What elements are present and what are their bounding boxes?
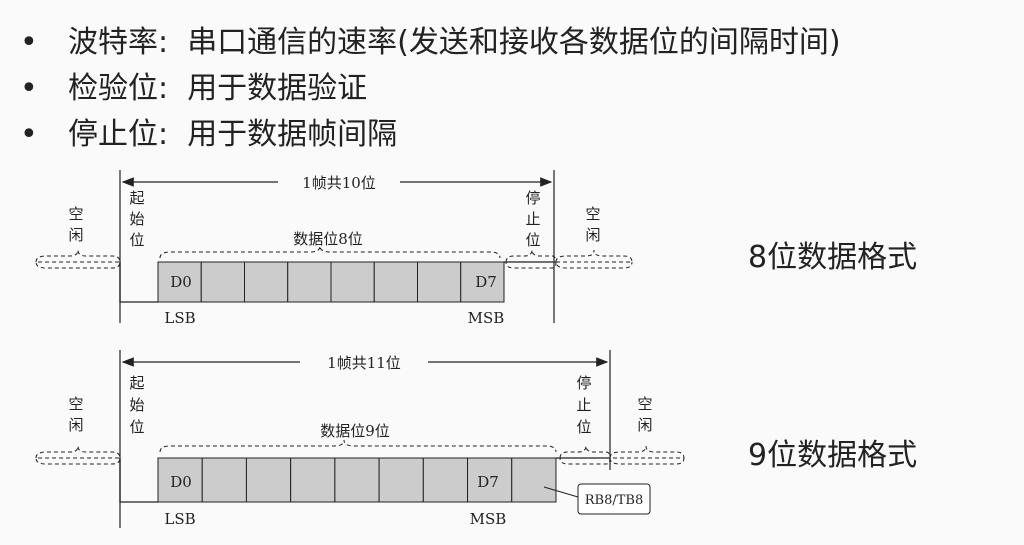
data-bit-cell xyxy=(157,457,203,503)
data-bit-cell xyxy=(244,261,289,303)
bullet-desc: 串口通信的速率(发送和接收各数据位的间隔时间) xyxy=(187,25,841,60)
stop-bit-label: 止 xyxy=(576,396,591,414)
idle-label: 空 xyxy=(585,205,600,223)
format-label-9bit: 9位数据格式 xyxy=(748,438,918,473)
bullet-term: 波特率: xyxy=(68,25,169,60)
stop-bit-label: 停 xyxy=(525,189,540,207)
idle-label: 闲 xyxy=(637,416,652,434)
frame-length-label: 1帧共11位 xyxy=(327,354,401,372)
data-bits-label: 数据位9位 xyxy=(320,422,390,440)
data-bit-cell xyxy=(378,457,424,503)
bullet-desc: 用于数据帧间隔 xyxy=(187,117,398,152)
data-bit-cell xyxy=(422,457,469,503)
diagram-8bit: 1帧共10位 空 闲 起 始 位 停 止 位 空 闲 数据位8位 D0 D7 L… xyxy=(35,170,633,327)
lsb-label: LSB xyxy=(164,510,195,528)
data-bit-cells xyxy=(157,457,557,503)
data-bit-cell xyxy=(201,457,247,503)
data-bit-cell xyxy=(334,457,380,503)
data-bit-cell xyxy=(287,261,332,303)
idle-label: 空 xyxy=(68,205,83,223)
data-bit-cell xyxy=(157,261,202,303)
data-bits-label: 数据位8位 xyxy=(293,230,363,248)
callout-line xyxy=(543,486,579,498)
msb-label: MSB xyxy=(470,510,507,528)
bullet-term: 停止位: xyxy=(68,117,169,152)
rb8-tb8-callout xyxy=(577,483,651,515)
frame-length-label: 1帧共10位 xyxy=(302,174,376,192)
data-bit-cells xyxy=(157,261,505,303)
data-bit-cell xyxy=(290,457,336,503)
start-bit-label: 起 xyxy=(129,189,144,207)
bullet-parity-bit: 检验位: 用于数据验证 xyxy=(18,66,841,112)
idle-label: 闲 xyxy=(68,226,83,244)
bullet-stop-bit: 停止位: 用于数据帧间隔 xyxy=(18,112,841,158)
stop-bit-label: 位 xyxy=(576,418,591,436)
msb-label: MSB xyxy=(468,309,505,327)
data-bit-cell xyxy=(460,261,505,303)
data-bit-cell xyxy=(245,457,292,503)
stop-bit-label: 停 xyxy=(576,374,591,392)
stop-bit-label: 止 xyxy=(525,210,540,228)
data-bit-cell xyxy=(417,261,462,303)
rb8-tb8-label: RB8/TB8 xyxy=(585,493,644,508)
diagram-9bit: 1帧共11位 空 闲 起 始 位 停 止 位 空 闲 数据位9位 D0 D7 L… xyxy=(35,350,685,528)
bit-d0-label: D0 xyxy=(170,273,192,291)
stop-bit-label: 位 xyxy=(525,231,540,249)
lsb-label: LSB xyxy=(164,309,195,327)
format-label-8bit: 8位数据格式 xyxy=(748,240,918,275)
data-bit-cell xyxy=(200,261,245,303)
idle-label: 空 xyxy=(68,395,83,413)
bullet-baud-rate: 波特率: 串口通信的速率(发送和接收各数据位的间隔时间) xyxy=(18,20,841,66)
bit-d0-label: D0 xyxy=(170,473,192,491)
start-bit-label: 位 xyxy=(129,418,144,436)
start-bit-label: 起 xyxy=(129,374,144,392)
start-bit-label: 始 xyxy=(129,210,144,228)
data-bit-cell xyxy=(511,457,557,503)
data-bit-cell xyxy=(330,261,375,303)
data-bit-cell xyxy=(467,457,513,503)
bit-d7-label: D7 xyxy=(477,473,499,491)
start-bit-label: 始 xyxy=(129,396,144,414)
bullet-desc: 用于数据验证 xyxy=(187,71,368,106)
bit-d7-label: D7 xyxy=(475,273,497,291)
bullet-list: 波特率: 串口通信的速率(发送和接收各数据位的间隔时间) 检验位: 用于数据验证… xyxy=(18,20,841,158)
idle-label: 闲 xyxy=(68,416,83,434)
idle-label: 闲 xyxy=(585,226,600,244)
start-bit-label: 位 xyxy=(129,231,144,249)
data-bit-cell xyxy=(373,261,418,303)
bullet-term: 检验位: xyxy=(68,71,169,106)
idle-label: 空 xyxy=(637,395,652,413)
